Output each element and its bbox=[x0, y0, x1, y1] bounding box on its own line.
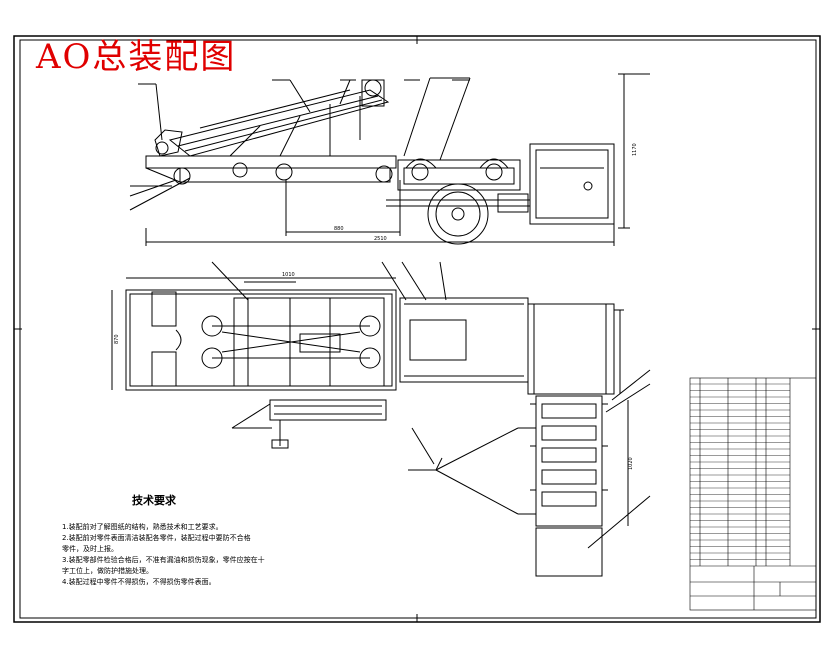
technical-requirements-heading: 技术要求 bbox=[132, 494, 176, 507]
svg-text:1010: 1010 bbox=[282, 272, 295, 278]
plan-view bbox=[111, 261, 624, 449]
technical-requirement-line: 字工位上，做防护措施处理。 bbox=[62, 567, 153, 575]
technical-requirement-line: 零件，及时上报。 bbox=[62, 545, 118, 553]
parts-list-rows bbox=[690, 383, 790, 560]
technical-requirement-line: 4.装配过程中零件不得损伤，不得损伤零件表面。 bbox=[62, 578, 216, 586]
svg-text:2510: 2510 bbox=[374, 236, 387, 242]
center-marks bbox=[14, 36, 820, 622]
trailer-plan-view bbox=[408, 369, 651, 577]
front-dimension-labels: 2510 880 1170 bbox=[334, 143, 638, 242]
technical-requirement-line: 1.装配前对了解图纸的结构，熟悉技术和工艺要求。 bbox=[62, 523, 223, 531]
trailer-dimension-labels: 1020 bbox=[628, 457, 634, 470]
svg-text:880: 880 bbox=[334, 226, 344, 232]
plan-dimension-labels: 1010 870 bbox=[114, 272, 295, 344]
svg-text:1170: 1170 bbox=[632, 143, 638, 156]
parts-list-table bbox=[689, 377, 817, 611]
svg-text:870: 870 bbox=[114, 334, 120, 344]
technical-requirements: 技术要求 1.装配前对了解图纸的结构，熟悉技术和工艺要求。 2.装配前对零件表面… bbox=[62, 492, 272, 588]
svg-text:1020: 1020 bbox=[628, 457, 634, 470]
technical-requirement-line: 3.装配零部件检验合格后，不准有漏油和损伤现象，零件应按在十 bbox=[62, 556, 265, 564]
drawing-title: AO总装配图 bbox=[36, 37, 237, 77]
technical-requirement-line: 2.装配前对零件表面清洁装配各零件，装配过程中要防不合格 bbox=[62, 534, 251, 542]
front-elevation-view bbox=[129, 73, 650, 246]
